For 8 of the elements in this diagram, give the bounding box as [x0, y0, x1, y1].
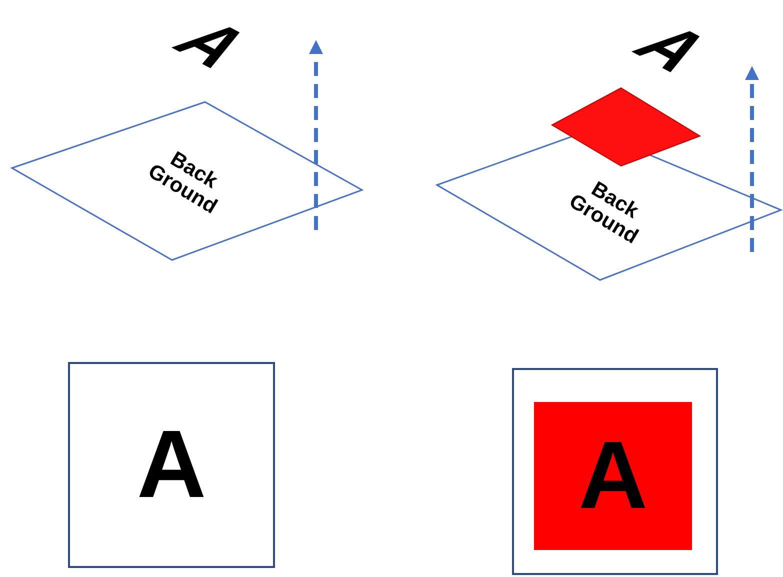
background-plane [10, 100, 365, 262]
letter-label: A [578, 428, 648, 524]
view-square [68, 362, 275, 568]
letter-label: A [624, 12, 719, 82]
layer-square [534, 402, 692, 550]
letter-label: A [136, 417, 206, 513]
frame-square [512, 368, 718, 575]
letter-label: A [164, 8, 259, 78]
